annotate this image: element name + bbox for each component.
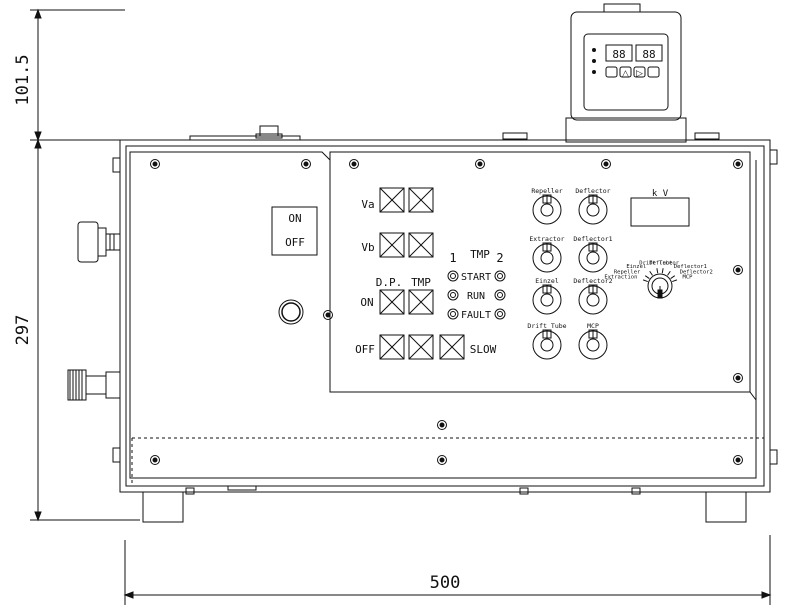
meter-va-1[interactable] xyxy=(379,187,405,213)
knob-repeller[interactable] xyxy=(532,194,562,225)
selector-switch[interactable] xyxy=(647,273,673,299)
meter-boxes xyxy=(379,187,465,360)
dimension-lines xyxy=(30,8,772,605)
knob-drift-tube[interactable] xyxy=(532,329,562,360)
emergency-stop-icon[interactable] xyxy=(77,221,121,263)
selector-label-deflector2: Deflector2 xyxy=(680,269,713,275)
indicator-led-1-3 xyxy=(447,308,459,320)
indicator-led-1-1 xyxy=(447,270,459,282)
power-switch-off-label: OFF xyxy=(285,236,305,249)
meter-dp[interactable] xyxy=(379,289,405,315)
indicator-col-1: 1 xyxy=(449,251,456,265)
controller-right-button-icon[interactable]: ▷ xyxy=(636,68,643,78)
knob-label-deflector2: Deflector2 xyxy=(573,277,612,285)
selector-tick-3 xyxy=(649,270,653,276)
knob-label-drift-tube: Drift Tube xyxy=(527,322,566,330)
selector-label-deflector: Deflector xyxy=(649,260,679,266)
selector-label-repeller: Repeller xyxy=(614,269,641,275)
meter-label-va: Va xyxy=(361,198,374,211)
meter-label-vb: Vb xyxy=(361,241,374,254)
controller-display-2: 88 xyxy=(642,48,655,61)
selector-tick-6 xyxy=(667,270,671,276)
meter-off-1[interactable] xyxy=(379,334,405,360)
main-body xyxy=(112,125,778,523)
top-controller xyxy=(565,3,687,143)
controller-display-1: 88 xyxy=(612,48,625,61)
indicator-led-2-3 xyxy=(494,308,506,320)
meter-tmp[interactable] xyxy=(408,289,434,315)
dimension-height-main: 297 xyxy=(13,315,33,346)
dimension-height-top: 101.5 xyxy=(13,54,33,105)
round-button[interactable] xyxy=(278,299,304,325)
indicator-run: RUN xyxy=(467,291,485,302)
indicator-start: START xyxy=(461,272,491,283)
controller-up-button-icon[interactable]: △ xyxy=(622,68,629,78)
indicator-fault: FAULT xyxy=(461,310,491,321)
connector-icon xyxy=(67,369,121,401)
meter-label-off: OFF xyxy=(355,343,375,356)
selector-label-mcp: MCP xyxy=(683,274,694,280)
dimension-width: 500 xyxy=(430,573,461,593)
meter-off-2[interactable] xyxy=(408,334,434,360)
selector-tick-1 xyxy=(642,279,648,283)
knob-label-repeller: Repeller xyxy=(531,187,562,195)
selector-tick-4 xyxy=(656,268,659,274)
knob-deflector2[interactable] xyxy=(578,284,608,315)
indicator-led-2-2 xyxy=(494,289,506,301)
knob-deflector1[interactable] xyxy=(578,242,608,273)
indicator-led-2-1 xyxy=(494,270,506,282)
indicator-col-2: 2 xyxy=(496,251,503,265)
meter-vb-1[interactable] xyxy=(379,232,405,258)
selector-tick-2 xyxy=(644,275,650,279)
indicator-title: TMP xyxy=(470,248,490,261)
meter-label-tmp: TMP xyxy=(411,276,431,289)
knob-label-deflector: Deflector xyxy=(575,187,610,195)
indicator-led-1-2 xyxy=(447,289,459,301)
knob-deflector[interactable] xyxy=(578,194,608,225)
right-panel xyxy=(329,151,751,393)
knob-label-extractor: Extractor xyxy=(529,235,564,243)
selector-label-einzel: Einzel xyxy=(626,264,646,270)
meter-label-on: ON xyxy=(360,296,373,309)
knob-label-einzel: Einzel xyxy=(535,277,559,285)
meter-slow[interactable] xyxy=(439,334,465,360)
knob-einzel[interactable] xyxy=(532,284,562,315)
left-panel xyxy=(129,151,757,479)
knob-extractor[interactable] xyxy=(532,242,562,273)
kv-meter-display xyxy=(630,197,690,227)
knob-label-mcp: MCP xyxy=(587,322,599,330)
knob-label-deflector1: Deflector1 xyxy=(573,235,612,243)
selector-tick-8 xyxy=(672,279,678,283)
meter-label-slow: SLOW xyxy=(470,343,497,356)
indicator-leds xyxy=(447,270,506,320)
meter-va-2[interactable] xyxy=(408,187,434,213)
selector-tick-7 xyxy=(670,275,676,279)
selector-tick-5 xyxy=(661,268,664,274)
power-switch-on-label: ON xyxy=(288,212,301,225)
meter-label-dp: D.P. xyxy=(376,276,403,289)
selector-label-drift-tube: Drift Tube xyxy=(639,260,672,266)
selector-label-deflector1: Deflector1 xyxy=(674,264,707,270)
selector-label-extraction: Extraction xyxy=(604,274,637,280)
kv-meter-label: k V xyxy=(652,189,669,199)
meter-vb-2[interactable] xyxy=(408,232,434,258)
power-switch[interactable] xyxy=(271,206,318,256)
knob-mcp[interactable] xyxy=(578,329,608,360)
